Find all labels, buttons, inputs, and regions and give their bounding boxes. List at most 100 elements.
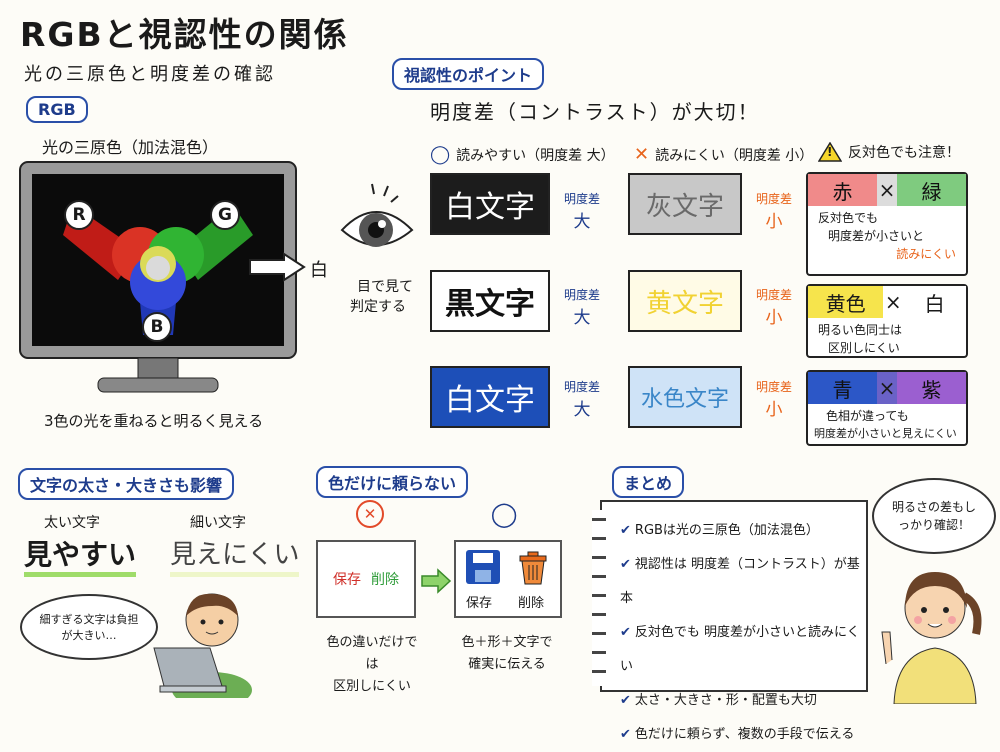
swatch-sep: × — [877, 372, 897, 404]
circle-g-label: G — [218, 205, 232, 225]
contrast-word: 明度差 — [563, 288, 600, 302]
col-header-bad: ✕ 読みにくい（明度差 小） — [634, 144, 813, 165]
summary-text: RGBは光の三原色（加法混色） — [634, 523, 819, 538]
warn-line: 色相が違っても — [826, 409, 909, 423]
page-subtitle: 光の三原色と明度差の確認 — [24, 64, 276, 85]
contrast-big-2: 明度差大 — [560, 286, 604, 328]
rgb-caption-bottom: 3色の光を重ねると明るく見える — [44, 412, 264, 430]
good-circle-icon: ◯ — [430, 144, 451, 165]
bad-example-caption: 色の違いだけでは 区別しにくい — [322, 632, 422, 698]
points-headline: 明度差（コントラスト）が大切！ — [430, 100, 760, 124]
warn-swatch-row: 青 × 紫 — [808, 372, 966, 404]
caption-line: 区別しにくい — [333, 679, 411, 694]
summary-text: 色だけに頼らず、複数の手段で伝える — [634, 727, 855, 742]
sample-text: 灰文字 — [645, 191, 724, 222]
eye-icon — [340, 183, 414, 247]
sample-text: 白文字 — [445, 383, 535, 418]
notebook-spiral — [592, 510, 606, 686]
sample-text: 水色文字 — [640, 387, 729, 412]
delete-text-green[interactable]: 削除 — [371, 572, 399, 588]
caption-line: 色＋形＋文字で — [461, 635, 553, 650]
warn-note-text: 色相が違っても 明度差が小さいと見えにくい — [808, 404, 966, 446]
contrast-word: 明度差 — [755, 192, 792, 206]
check-icon: ✔ — [620, 625, 631, 640]
contrast-level: 小 — [765, 212, 783, 232]
eye-caption-1: 目で見て — [357, 279, 413, 295]
col-header-good: ◯ 読みやすい（明度差 大） — [430, 144, 615, 165]
warn-line: 反対色でも — [818, 211, 879, 225]
contrast-level: 大 — [573, 400, 591, 420]
circle-g: G — [210, 200, 240, 230]
sample-black-on-white: 黒文字 — [430, 270, 550, 332]
sample-gray-on-gray: 灰文字 — [628, 173, 742, 235]
save-text-red[interactable]: 保存 — [333, 572, 361, 588]
contrast-small-2: 明度差小 — [752, 286, 796, 328]
contrast-level: 小 — [765, 400, 783, 420]
summary-item: ✔太さ・大きさ・形・配置も大切 — [620, 684, 866, 718]
caption-line: 確実に伝える — [468, 657, 546, 672]
thin-sample: 見えにくい — [170, 538, 300, 577]
contrast-word: 明度差 — [755, 288, 792, 302]
boy-at-laptop-illustration — [153, 593, 252, 698]
col-header-warn: ! 反対色でも注意！ — [818, 142, 960, 162]
warn-note-text: 反対色でも 明度差が小さいと 読みにくい — [808, 206, 966, 266]
warn-swatch-row: 黄色 × 白 — [808, 286, 966, 318]
summary-label: まとめ — [612, 466, 685, 498]
weight-label: 文字の太さ・大きさも影響 — [18, 468, 235, 500]
summary-speech-bubble: 明るさの差もしっかり確認！ — [872, 478, 996, 554]
contrast-big-1: 明度差大 — [560, 190, 604, 232]
contrast-word: 明度差 — [755, 380, 792, 394]
summary-text: 視認性は 明度差（コントラスト）が基本 — [620, 557, 860, 606]
bad-example-panel: 保存 削除 — [316, 540, 416, 618]
warn-swatch-row: 赤 × 緑 — [808, 174, 966, 206]
sample-lightblue-on-blue: 水色文字 — [628, 366, 742, 428]
col-bad-label: 読みにくい（明度差 小） — [655, 147, 814, 164]
delete-label: 削除 — [518, 596, 545, 611]
circle-r-label: R — [72, 205, 86, 225]
page-title: RGBと視認性の関係 — [20, 15, 349, 54]
summary-text: 太さ・大きさ・形・配置も大切 — [634, 693, 817, 708]
rgb-caption-top: 光の三原色（加法混色） — [42, 138, 219, 157]
save-floppy-icon[interactable] — [466, 550, 500, 584]
summary-item: ✔反対色でも 明度差が小さいと読みにくい — [620, 616, 866, 684]
swatch-white: 白 — [903, 286, 966, 318]
check-icon: ✔ — [620, 523, 631, 538]
circle-b: B — [142, 312, 172, 342]
summary-item: ✔視認性は 明度差（コントラスト）が基本 — [620, 548, 866, 616]
white-result: 白 — [310, 260, 328, 281]
eye-caption-2: 判定する — [350, 299, 406, 315]
contrast-word: 明度差 — [563, 380, 600, 394]
check-icon: ✔ — [620, 727, 631, 742]
circle-b-label: B — [150, 317, 164, 337]
caption-line: 色の違いだけでは — [326, 635, 418, 672]
swatch-sep: × — [884, 290, 902, 314]
teacher-woman-illustration — [881, 572, 982, 704]
swatch-sep: × — [877, 174, 897, 206]
summary-text: 反対色でも 明度差が小さいと読みにくい — [620, 625, 860, 674]
summary-notebook: ✔RGBは光の三原色（加法混色） ✔視認性は 明度差（コントラスト）が基本 ✔反… — [592, 500, 868, 742]
warn-line: 明度差が小さいと見えにくい — [814, 427, 957, 440]
warning-icon: ! — [818, 142, 842, 162]
swatch-green: 緑 — [897, 174, 966, 206]
contrast-level: 大 — [573, 308, 591, 328]
weight-speech-bubble: 細すぎる文字は負担が大きい… — [20, 594, 158, 660]
trash-icon[interactable] — [516, 550, 550, 586]
arrow-right-icon — [249, 252, 306, 282]
points-label: 視認性のポイント — [392, 58, 545, 90]
check-icon: ✔ — [620, 557, 631, 572]
arrow-right-icon — [421, 568, 452, 594]
warn-line: 区別しにくい — [828, 341, 900, 355]
contrast-small-3: 明度差小 — [752, 378, 796, 420]
color-only-label: 色だけに頼らない — [316, 466, 469, 498]
thin-caption: 細い文字 — [190, 515, 246, 531]
save-label: 保存 — [466, 596, 493, 611]
good-example-panel: 保存 削除 — [454, 540, 562, 618]
monitor: R G B — [18, 160, 298, 400]
summary-item: ✔RGBは光の三原色（加法混色） — [620, 514, 866, 548]
warn-line-emphasis: 読みにくい — [896, 247, 956, 261]
sample-white-on-blue: 白文字 — [430, 366, 550, 428]
summary-item: ✔色だけに頼らず、複数の手段で伝える — [620, 718, 866, 752]
warn-line: 明るい色同士は — [818, 323, 903, 337]
sample-text: 黒文字 — [445, 287, 535, 322]
warn-line: 明度差が小さいと — [828, 229, 925, 243]
